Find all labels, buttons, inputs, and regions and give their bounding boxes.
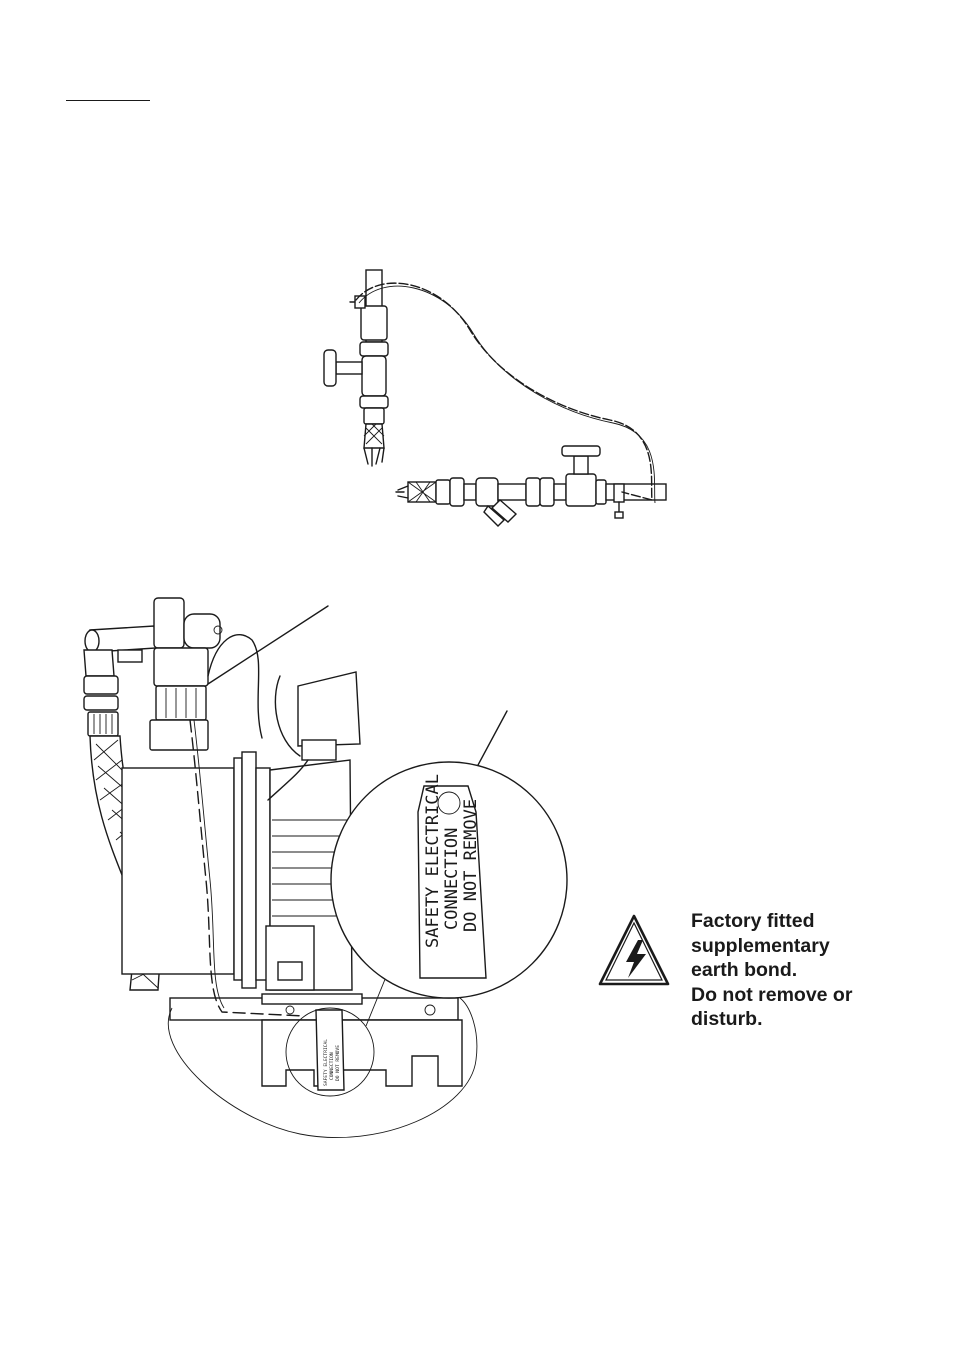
warning-line-1: Factory fitted [691, 910, 815, 932]
tag-small-line-2: CONNECTION [329, 1052, 335, 1080]
tag-line-3: DO NOT REMOVE [461, 799, 481, 932]
pipework-assembly [323, 269, 667, 527]
pump-assembly: SAFETY ELECTRICAL CONNECTION DO NOT REMO… [83, 597, 568, 1138]
tag-line-1: SAFETY ELECTRICAL [423, 774, 443, 948]
warning-text: Factory fitted supplementary earth bond.… [691, 909, 931, 1032]
tag-line-2: CONNECTION [442, 828, 462, 930]
electrical-hazard-triangle-icon [598, 914, 670, 986]
warning-line-5: disturb. [691, 1008, 763, 1031]
warning-line-3: earth bond. [691, 959, 798, 982]
header-rule [66, 100, 150, 101]
tag-small-line-3: DO NOT REMOVE [335, 1045, 341, 1081]
safety-tag [417, 785, 487, 979]
warning-line-4: Do not remove or [691, 983, 853, 1006]
warning-line-2: supplementary [691, 934, 830, 957]
tag-small-line-1: SAFETY ELECTRICAL [323, 1039, 329, 1086]
